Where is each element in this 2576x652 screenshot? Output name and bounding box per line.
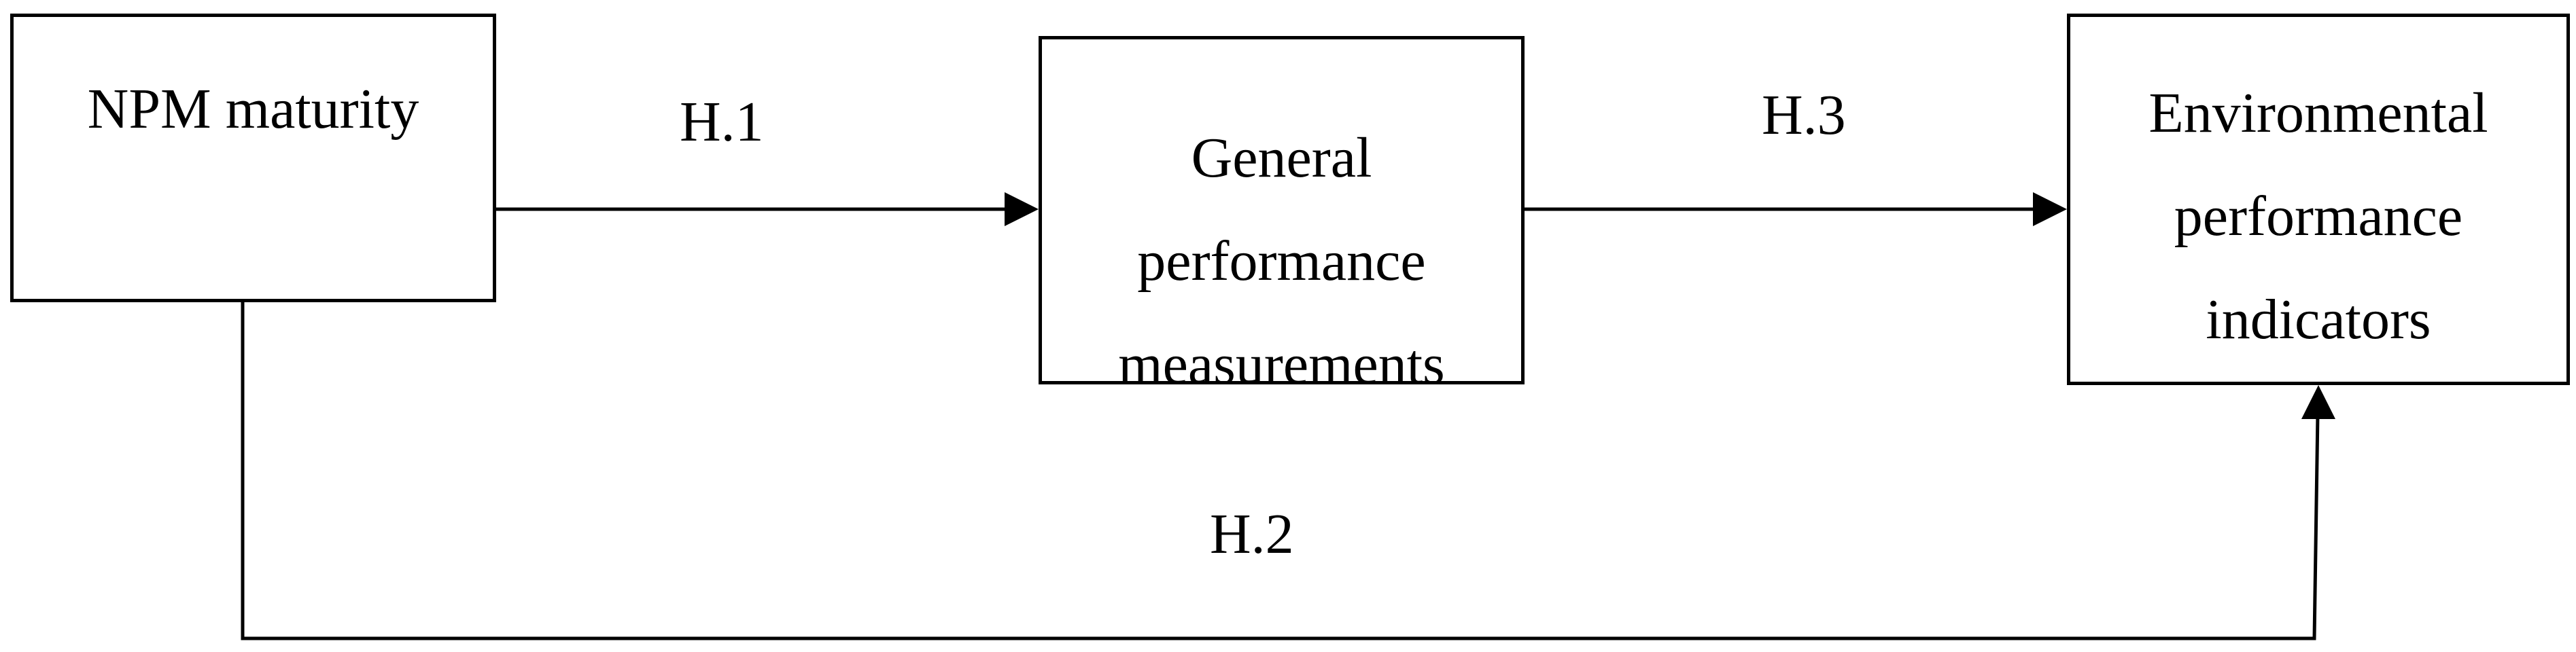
arrow-h2-head <box>2301 385 2335 419</box>
environmental-performance-indicators-box: Environmental performance indicators <box>2067 14 2570 385</box>
npm-maturity-label: NPM maturity <box>14 58 493 161</box>
general-performance-measurements-label: General performance measurements <box>1042 107 1521 416</box>
npm-maturity-box: NPM maturity <box>10 14 496 302</box>
gpm-line-3: measurements <box>1118 333 1445 396</box>
epi-line-3: indicators <box>2206 288 2431 351</box>
arrow-h2-line <box>241 302 2320 640</box>
hypothesis-h3-label: H.3 <box>1762 84 1846 147</box>
arrow-h1-head <box>1005 192 1039 226</box>
epi-line-1: Environmental <box>2148 82 2488 145</box>
hypothesis-h2-label: H.2 <box>1210 503 1294 566</box>
gpm-line-2: performance <box>1137 230 1426 293</box>
npm-maturity-line-1: NPM maturity <box>87 77 419 141</box>
gpm-line-1: General <box>1191 126 1372 189</box>
general-performance-measurements-box: General performance measurements <box>1039 36 1525 396</box>
hypothesis-h1-label: H.1 <box>680 90 764 153</box>
arrow-h3-head <box>2033 192 2067 226</box>
environmental-performance-indicators-label: Environmental performance indicators <box>2070 62 2566 372</box>
epi-line-2: performance <box>2174 185 2463 248</box>
